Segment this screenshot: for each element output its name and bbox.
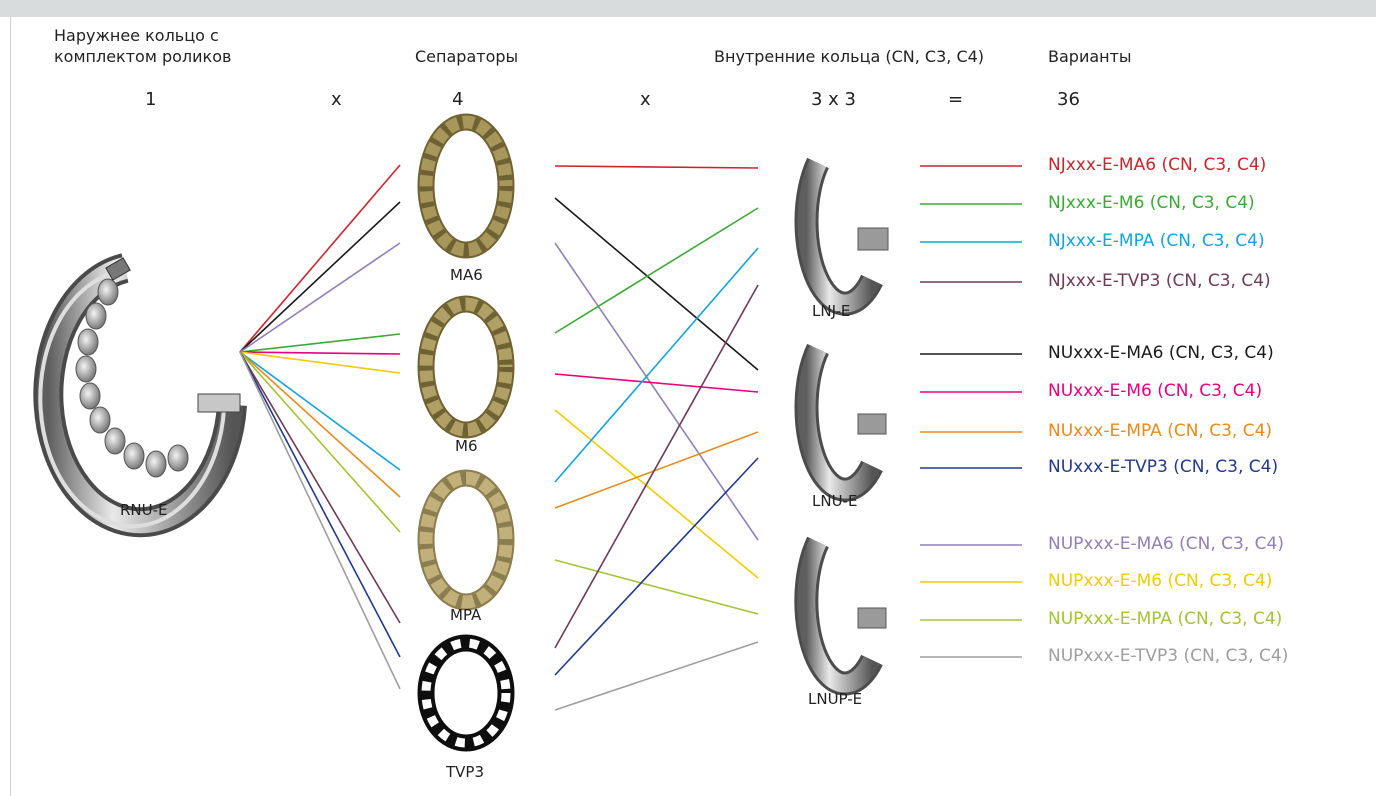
part-label-lnu-e: LNU-E	[812, 492, 858, 510]
multiply-sign-2: x	[640, 89, 651, 110]
variant-label: NUxxx-E-MA6 (CN, C3, C4)	[1048, 343, 1274, 363]
connection-lines	[239, 164, 1022, 711]
header-cages: Сепараторы	[415, 47, 519, 66]
part-label-lnj-e: LNJ-E	[812, 302, 851, 320]
header-outer-ring-line1: Наружнее кольцо с	[54, 26, 219, 45]
outer-ring-icon	[33, 253, 247, 538]
fan-line-mpa_nj	[239, 351, 401, 471]
inner-ring-lnu-icon	[794, 343, 887, 502]
link-line-ma6_nj	[554, 165, 759, 169]
fan-line-ma6_nu	[239, 201, 401, 353]
variant-label: NJxxx-E-M6 (CN, C3, C4)	[1048, 193, 1255, 213]
part-label-rnu-e: RNU-E	[120, 501, 168, 519]
link-line-tvp3_nu	[554, 457, 759, 676]
multiply-sign-1: x	[331, 89, 342, 110]
cage-m6-icon	[417, 295, 515, 439]
fan-line-m6_nup	[239, 351, 401, 374]
variant-label: NJxxx-E-MA6 (CN, C3, C4)	[1048, 155, 1267, 175]
fan-line-tvp3_nj	[239, 351, 401, 624]
link-line-ma6_nu	[554, 197, 759, 371]
variant-label: NJxxx-E-TVP3 (CN, C3, C4)	[1048, 271, 1271, 291]
cage-tvp3-icon	[417, 634, 515, 752]
link-line-mpa_nup	[554, 559, 759, 615]
count-inner: 3 x 3	[811, 89, 856, 110]
top-bar	[0, 0, 1376, 17]
cage-mpa-icon	[417, 469, 515, 611]
part-label-m6: M6	[455, 437, 478, 455]
link-line-m6_nj	[554, 207, 759, 334]
fan-line-tvp3_nup	[239, 351, 401, 690]
fan-line-mpa_nup	[239, 351, 401, 533]
part-label-lnup-e: LNUP-E	[808, 690, 863, 708]
link-line-m6_nup	[554, 409, 759, 579]
variant-label: NUPxxx-E-TVP3 (CN, C3, C4)	[1048, 646, 1289, 666]
header-variants: Варианты	[1048, 47, 1132, 66]
variant-label: NUPxxx-E-M6 (CN, C3, C4)	[1048, 571, 1273, 591]
fan-line-tvp3_nu	[239, 351, 401, 658]
part-label-ma6: MA6	[450, 266, 483, 284]
link-line-m6_nu	[554, 373, 759, 393]
fan-line-ma6_nj	[239, 164, 401, 353]
variant-label: NJxxx-E-MPA (CN, C3, C4)	[1048, 231, 1265, 251]
part-label-mpa: MPA	[450, 606, 482, 624]
count-outer: 1	[145, 89, 157, 110]
variant-label: NUPxxx-E-MPA (CN, C3, C4)	[1048, 609, 1283, 629]
left-border	[10, 17, 11, 796]
inner-ring-lnup-icon	[794, 536, 887, 696]
count-cages: 4	[452, 89, 464, 110]
variant-label: NUPxxx-E-MA6 (CN, C3, C4)	[1048, 534, 1284, 554]
variant-label: NUxxx-E-M6 (CN, C3, C4)	[1048, 381, 1263, 401]
fan-line-m6_nu	[239, 351, 401, 355]
cage-ma6-icon	[417, 113, 515, 259]
fan-line-m6_nj	[239, 333, 401, 353]
inner-ring-lnj-icon	[794, 157, 889, 316]
header-outer-ring-line2: комплектом роликов	[54, 47, 232, 66]
fan-line-mpa_nu	[239, 351, 401, 498]
header-inner-rings: Внутренние кольца (CN, C3, C4)	[714, 47, 985, 66]
link-line-tvp3_nup	[554, 641, 759, 711]
link-line-mpa_nj	[554, 247, 759, 483]
part-label-tvp3: TVP3	[446, 763, 485, 781]
equals-sign: =	[948, 89, 964, 110]
variant-label: NUxxx-E-MPA (CN, C3, C4)	[1048, 421, 1273, 441]
fan-line-ma6_nup	[239, 242, 401, 353]
link-line-ma6_nup	[554, 242, 759, 541]
link-line-mpa_nu	[554, 431, 759, 509]
count-total: 36	[1057, 89, 1080, 110]
link-line-tvp3_nj	[554, 284, 759, 649]
variant-label: NUxxx-E-TVP3 (CN, C3, C4)	[1048, 457, 1279, 477]
